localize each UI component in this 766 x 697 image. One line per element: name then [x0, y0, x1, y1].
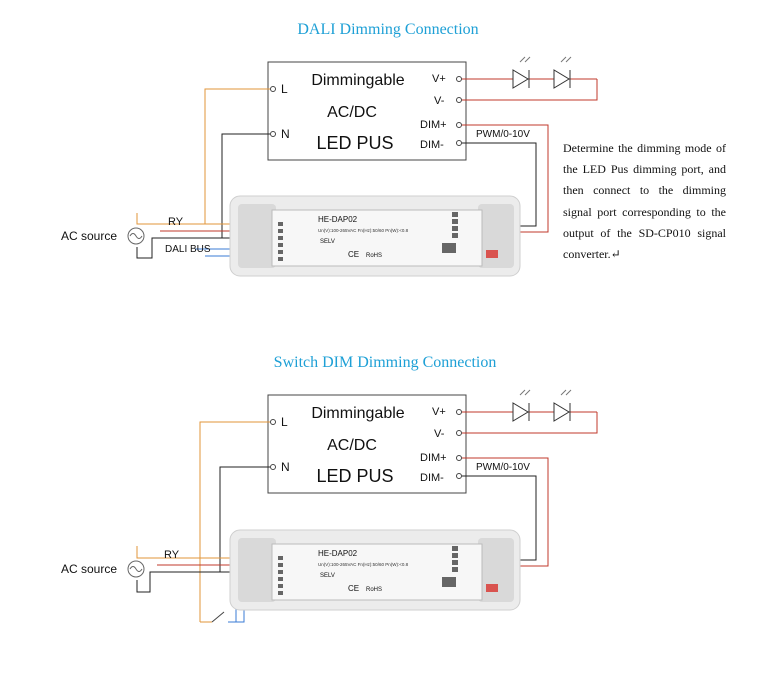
- psu-label-line3: LED PUS: [316, 466, 393, 486]
- led-diode-icon: [512, 389, 531, 422]
- led-diode-icon: [553, 56, 572, 89]
- terminal-dimplus: [456, 455, 462, 461]
- led-diode-icon: [512, 56, 531, 89]
- module-spec: Un(V):100-265VAC Fn(Hz):50/60 Pn(W):<0.8: [318, 228, 409, 233]
- terminal-vminus: [456, 97, 462, 103]
- diagram-title: Switch DIM Dimming Connection: [274, 354, 497, 371]
- module-selv: SELV: [320, 239, 335, 245]
- live-wire: [204, 88, 270, 224]
- psu-label-line2: AC/DC: [327, 437, 377, 454]
- dali-dimmer-module: HE-DAP02 Un(V):100-265VAC Fn(Hz):50/60 P…: [229, 195, 521, 277]
- terminal-n: [270, 131, 276, 137]
- neutral-wire: [219, 466, 270, 572]
- terminal-dimplus-label: DIM+: [420, 452, 447, 464]
- terminal-dimminus-label: DIM-: [420, 139, 444, 151]
- led-negative-wire: [462, 412, 598, 434]
- ac-source-label: AC source: [61, 562, 117, 576]
- ac-source-icon: [127, 560, 145, 578]
- switch-dim-diagram: Switch DIM Dimming Connection Dimmingabl…: [61, 354, 598, 623]
- terminal-n-label: N: [281, 460, 290, 474]
- dim-plus-wire: [462, 124, 549, 233]
- module-rohs: RoHS: [366, 253, 382, 259]
- dali-diagram: DALI Dimming Connection Dimmingable AC/D…: [61, 21, 598, 277]
- dim-plus-wire: [462, 457, 549, 567]
- module-ce: CE: [348, 584, 359, 593]
- module-ce: CE: [348, 250, 359, 259]
- ry-label: RY: [164, 549, 180, 561]
- dali-dimmer-module: HE-DAP02 Un(V):100-265VAC Fn(Hz):50/60 P…: [229, 529, 521, 611]
- terminal-dimminus: [456, 140, 462, 146]
- psu-label-line3: LED PUS: [316, 133, 393, 153]
- terminal-vplus: [456, 76, 462, 82]
- ac-neutral-wire: [136, 237, 283, 259]
- ac-neutral-wire: [136, 571, 283, 593]
- pwm-label: PWM/0-10V: [476, 462, 530, 473]
- module-selv: SELV: [320, 573, 335, 579]
- psu-label-line1: Dimmingable: [311, 72, 404, 89]
- ac-source-icon: [127, 227, 145, 245]
- neutral-wire: [221, 133, 270, 238]
- terminal-dimminus-label: DIM-: [420, 472, 444, 484]
- led-diode-icon: [553, 389, 572, 422]
- description-text: Determine the dimming mode of the LED Pu…: [563, 141, 726, 262]
- psu-label-line2: AC/DC: [327, 104, 377, 121]
- terminal-vminus-label: V-: [434, 95, 445, 107]
- terminal-dimplus: [456, 122, 462, 128]
- led-negative-wire: [462, 79, 598, 101]
- terminal-l: [270, 419, 276, 425]
- terminal-dimplus-label: DIM+: [420, 119, 447, 131]
- power-supply-box: [267, 61, 467, 161]
- pwm-label: PWM/0-10V: [476, 129, 530, 140]
- terminal-vplus: [456, 409, 462, 415]
- terminal-dimminus: [456, 473, 462, 479]
- psu-label-line1: Dimmingable: [311, 405, 404, 422]
- live-wire: [199, 421, 270, 622]
- ry-label: RY: [168, 216, 184, 228]
- terminal-l: [270, 86, 276, 92]
- module-rohs: RoHS: [366, 587, 382, 593]
- diagram-title: DALI Dimming Connection: [297, 21, 478, 38]
- terminal-n-label: N: [281, 127, 290, 141]
- terminal-vminus: [456, 430, 462, 436]
- terminal-n: [270, 464, 276, 470]
- ac-source-label: AC source: [61, 229, 117, 243]
- terminal-vminus-label: V-: [434, 428, 445, 440]
- terminal-vplus-label: V+: [432, 406, 446, 418]
- switch-icon: [211, 611, 225, 623]
- terminal-vplus-label: V+: [432, 73, 446, 85]
- dali-bus-label: DALI BUS: [165, 244, 211, 255]
- module-model: HE-DAP02: [318, 215, 358, 224]
- module-spec: Un(V):100-265VAC Fn(Hz):50/60 Pn(W):<0.8: [318, 562, 409, 567]
- module-model: HE-DAP02: [318, 549, 358, 558]
- terminal-l-label: L: [281, 415, 288, 429]
- power-supply-box: [267, 394, 467, 494]
- terminal-l-label: L: [281, 82, 288, 96]
